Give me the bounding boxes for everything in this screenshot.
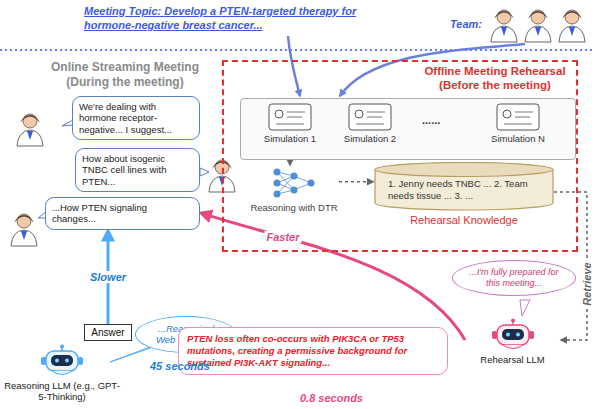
thought-bubble: ...I'm fully prepared for this meeting..…: [452, 260, 576, 296]
speech-bubble: How about isogenic TNBC cell lines with …: [75, 148, 200, 192]
node-text: Reasoning with DTR: [249, 202, 339, 213]
researcher-icon: [11, 214, 37, 246]
node-text: ...How PTEN signaling changes...: [52, 202, 193, 225]
divider-line: [0, 49, 594, 51]
node-text: Rehearsal LLM: [465, 354, 560, 365]
node-icon: [496, 103, 540, 131]
team-person-icon: [491, 10, 517, 42]
node-text: Offline Meeting Rehearsal (Before the me…: [414, 65, 576, 93]
node-text: Answer: [88, 327, 128, 338]
edge-label: Faster: [264, 231, 301, 243]
node-text: Reasoning LLM (e.g., GPT-5-Thinking): [2, 380, 122, 403]
node-icon: [38, 344, 86, 378]
node-icon: [271, 166, 317, 200]
node-text: Simulation 1: [254, 133, 326, 144]
bubble-tail: [520, 300, 530, 316]
rehearsal-llm-robot: Rehearsal LLM: [465, 318, 560, 365]
simulation-card: Simulation N: [482, 103, 554, 144]
node-text: Simulation N: [482, 133, 554, 144]
node-text: Rehearsal Knowledge: [374, 214, 554, 228]
topic-arrow: [288, 36, 300, 96]
node-icon: [268, 103, 312, 131]
edge-label: Slower: [88, 271, 128, 283]
ellipsis: ......: [422, 114, 462, 126]
rehearsal-region: Offline Meeting Rehearsal (Before the me…: [222, 60, 578, 252]
node-icon: [348, 103, 392, 131]
node-text: 1. Jenny needs TNBC ... 2. Team needs ti…: [374, 162, 554, 211]
time-label: 45 seconds: [150, 360, 230, 372]
team-person-icon: [559, 10, 585, 42]
node-text: PTEN loss often co-occurs with PIK3CA or…: [187, 333, 439, 369]
simulation-card: Simulation 1: [254, 103, 326, 144]
team-label: Team:: [450, 18, 490, 30]
connector: [339, 181, 373, 183]
bubble-tail: [200, 168, 209, 176]
team-person-icon: [525, 10, 551, 42]
speech-bubble: ...How PTEN signaling changes...: [45, 197, 200, 230]
edge-label: Retrieve: [581, 260, 593, 307]
answer-bubble: PTEN loss often co-occurs with PIK3CA or…: [178, 327, 448, 375]
simulation-card: Simulation 2: [334, 103, 406, 144]
node-text: Simulation 2: [334, 133, 406, 144]
node-text: How about isogenic TNBC cell lines with …: [82, 153, 193, 187]
meeting-topic: Meeting Topic: Develop a PTEN-targeted t…: [84, 4, 384, 33]
knowledge-database: 1. Jenny needs TNBC ... 2. Team needs ti…: [374, 162, 554, 228]
node-icon: [489, 318, 537, 352]
section-heading: Online Streaming Meeting (During the mee…: [45, 60, 205, 90]
connector: [202, 213, 465, 340]
doctor-icon: [17, 114, 43, 146]
dtr-reasoning: Reasoning with DTR: [249, 166, 339, 213]
reasoning-llm-robot: Reasoning LLM (e.g., GPT-5-Thinking): [2, 344, 122, 403]
speech-bubble: We're dealing with hormone receptor-nega…: [72, 96, 200, 140]
answer-box: Answer: [84, 324, 132, 341]
node-text: We're dealing with hormone receptor-nega…: [79, 101, 193, 135]
time-label: 0.8 seconds: [300, 392, 390, 404]
node-text: ...I'm fully prepared for this meeting..…: [467, 267, 561, 289]
